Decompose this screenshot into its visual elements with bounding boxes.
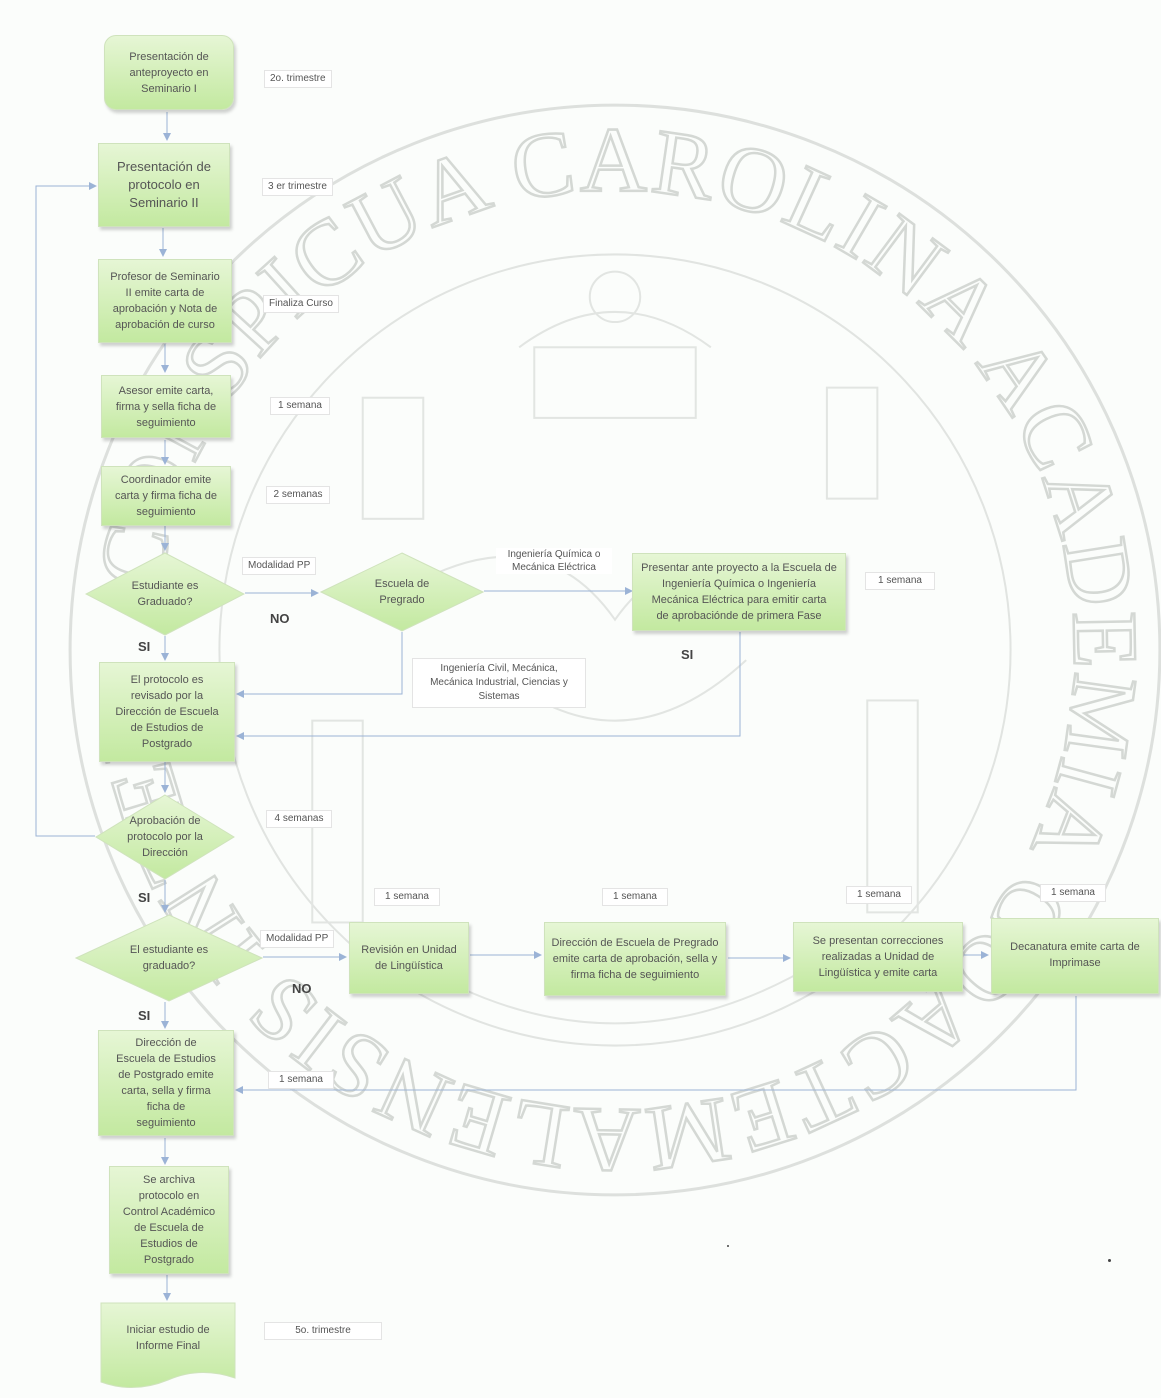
note-finaliza-curso: Finaliza Curso <box>263 295 339 313</box>
decision-estudiante-graduado: Estudiante es Graduado? <box>85 552 245 636</box>
note-linguistica-duracion: 1 semana <box>374 888 440 906</box>
note-modalidad-pp-2: Modalidad PP <box>260 930 335 948</box>
node-revision-linguistica: Revisión en Unidad de Lingüística <box>349 922 469 994</box>
label-no-graduado: NO <box>270 611 290 626</box>
node-direccion-pregrado-emite: Dirección de Escuela de Pregrado emite c… <box>544 922 726 996</box>
node-correcciones-linguistica: Se presentan correcciones realizadas a U… <box>793 922 963 992</box>
node-profesor-seminario: Profesor de Seminario II emite carta de … <box>98 259 232 343</box>
node-protocolo-revisado: El protocolo es revisado por la Direcció… <box>99 662 235 762</box>
note-quinto-trimestre: 5o. trimestre <box>264 1322 382 1340</box>
decision-estudiante-graduado-2: El estudiante es graduado? <box>75 914 263 1002</box>
node-presentacion-anteproyecto: Presentación de anteproyecto en Seminari… <box>104 35 234 110</box>
node-coordinador-emite: Coordinador emite carta y firma ficha de… <box>101 466 231 526</box>
note-ing-civil-mecanica: Ingeniería Civil, Mecánica, Mecánica Ind… <box>412 658 586 708</box>
label-si-escuela: SI <box>681 647 694 662</box>
scan-speck <box>1108 1259 1111 1262</box>
note-segundo-trimestre: 2o. trimestre <box>264 70 332 88</box>
label-si-graduado: SI <box>138 639 151 654</box>
label-si-graduado-2: SI <box>138 1008 151 1023</box>
connector-n10-n2-loop <box>35 182 97 837</box>
connector-n8-n9 <box>236 632 741 740</box>
node-asesor-emite-carta: Asesor emite carta, firma y sella ficha … <box>101 375 231 438</box>
node-direccion-postgrado-emite: Dirección de Escuela de Estudios de Post… <box>98 1030 234 1136</box>
label-no-graduado-2: NO <box>292 981 312 996</box>
node-iniciar-informe-final: Iniciar estudio de Informe Final <box>100 1302 236 1390</box>
node-presentacion-protocolo: Presentación de protocolo en Seminario I… <box>98 143 230 227</box>
label-si-aprobacion: SI <box>138 890 151 905</box>
note-asesor-duracion: 1 semana <box>270 397 330 415</box>
node-archiva-protocolo: Se archiva protocolo en Control Académic… <box>109 1166 229 1274</box>
node-decanatura-imprimase: Decanatura emite carta de Imprimase <box>991 918 1159 994</box>
connector-n15-n16 <box>235 996 1077 1094</box>
note-postgrado-emite-duracion: 1 semana <box>268 1071 334 1089</box>
scan-speck <box>727 1245 729 1247</box>
note-pregrado-emite-duracion: 1 semana <box>602 888 668 906</box>
note-escuela-duracion: 1 semana <box>865 572 935 590</box>
decision-aprobacion-protocolo: Aprobación de protocolo por la Dirección <box>95 794 235 880</box>
node-presentar-anteproyecto-escuela: Presentar ante proyecto a la Escuela de … <box>632 553 846 631</box>
note-tercer-trimestre: 3 er trimestre <box>262 178 333 196</box>
note-coordinador-duracion: 2 semanas <box>266 486 330 504</box>
connector-n7-n9 <box>236 632 403 698</box>
note-aprobacion-duracion: 4 semanas <box>266 810 332 828</box>
label-ing-quimica-mecanica: Ingeniería Química o Mecánica Eléctrica <box>496 548 612 574</box>
note-modalidad-pp: Modalidad PP <box>242 557 317 575</box>
note-decanatura-duracion: 1 semana <box>1040 884 1106 902</box>
decision-escuela-pregrado: Escuela de Pregrado <box>320 552 484 632</box>
note-correcciones-duracion: 1 semana <box>846 886 912 904</box>
